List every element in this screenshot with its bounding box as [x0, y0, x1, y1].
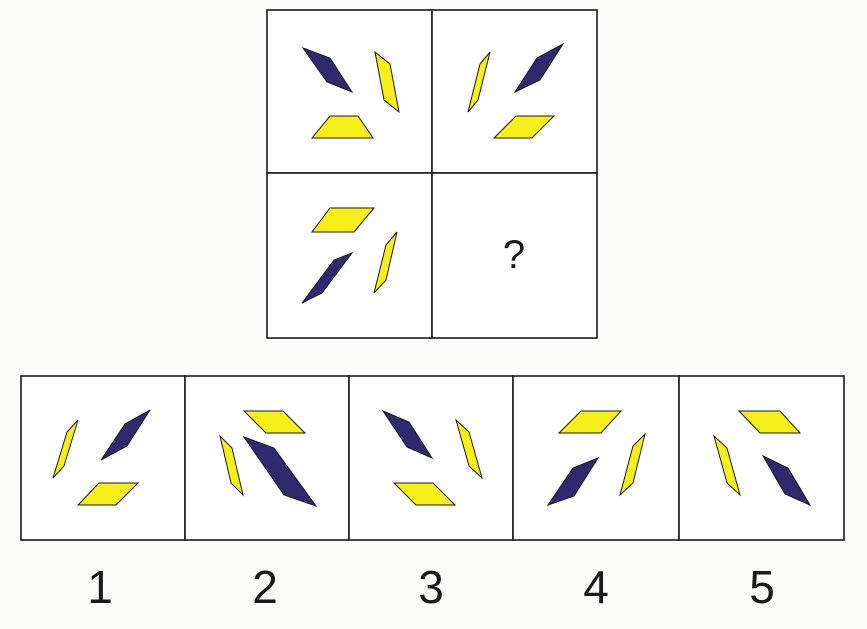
navy-rhombus — [513, 42, 565, 94]
navy-rhombus — [546, 456, 600, 506]
yellow-rhombus — [557, 410, 623, 434]
yellow-rhombus — [52, 419, 79, 479]
yellow-rhombus — [219, 434, 244, 497]
question-mark: ? — [503, 233, 525, 277]
yellow-rhombus — [374, 50, 400, 114]
navy-rhombus — [100, 409, 151, 461]
navy-rhombus — [761, 454, 812, 507]
yellow-rhombus — [242, 410, 307, 434]
option-numbers: 1 2 3 4 5 — [87, 561, 775, 613]
matrix-cell-top-right — [431, 9, 598, 174]
navy-rhombus — [381, 409, 434, 460]
puzzle-matrix: ? — [266, 9, 598, 339]
yellow-rhombus — [619, 432, 646, 497]
yellow-rhombus — [76, 482, 140, 506]
option-number-5[interactable]: 5 — [749, 561, 775, 613]
option-number-4[interactable]: 4 — [583, 561, 609, 613]
navy-rhombus — [301, 251, 354, 304]
option-box-5[interactable] — [678, 375, 845, 541]
option-number-1[interactable]: 1 — [87, 561, 113, 613]
navy-rhombus — [301, 46, 354, 94]
yellow-rhombus — [310, 115, 374, 139]
yellow-rhombus — [311, 207, 376, 233]
option-number-3[interactable]: 3 — [418, 561, 444, 613]
yellow-rhombus — [392, 482, 457, 506]
navy-rhombus — [242, 435, 318, 507]
yellow-rhombus — [455, 418, 483, 480]
option-box-4[interactable] — [512, 375, 680, 541]
answer-options — [20, 375, 845, 541]
yellow-rhombus — [467, 51, 491, 113]
matrix-cell-bottom-right[interactable] — [431, 172, 598, 339]
yellow-rhombus — [492, 115, 556, 139]
yellow-rhombus — [373, 231, 398, 294]
yellow-rhombus — [737, 410, 802, 434]
yellow-rhombus — [713, 434, 741, 497]
option-number-2[interactable]: 2 — [252, 561, 278, 613]
